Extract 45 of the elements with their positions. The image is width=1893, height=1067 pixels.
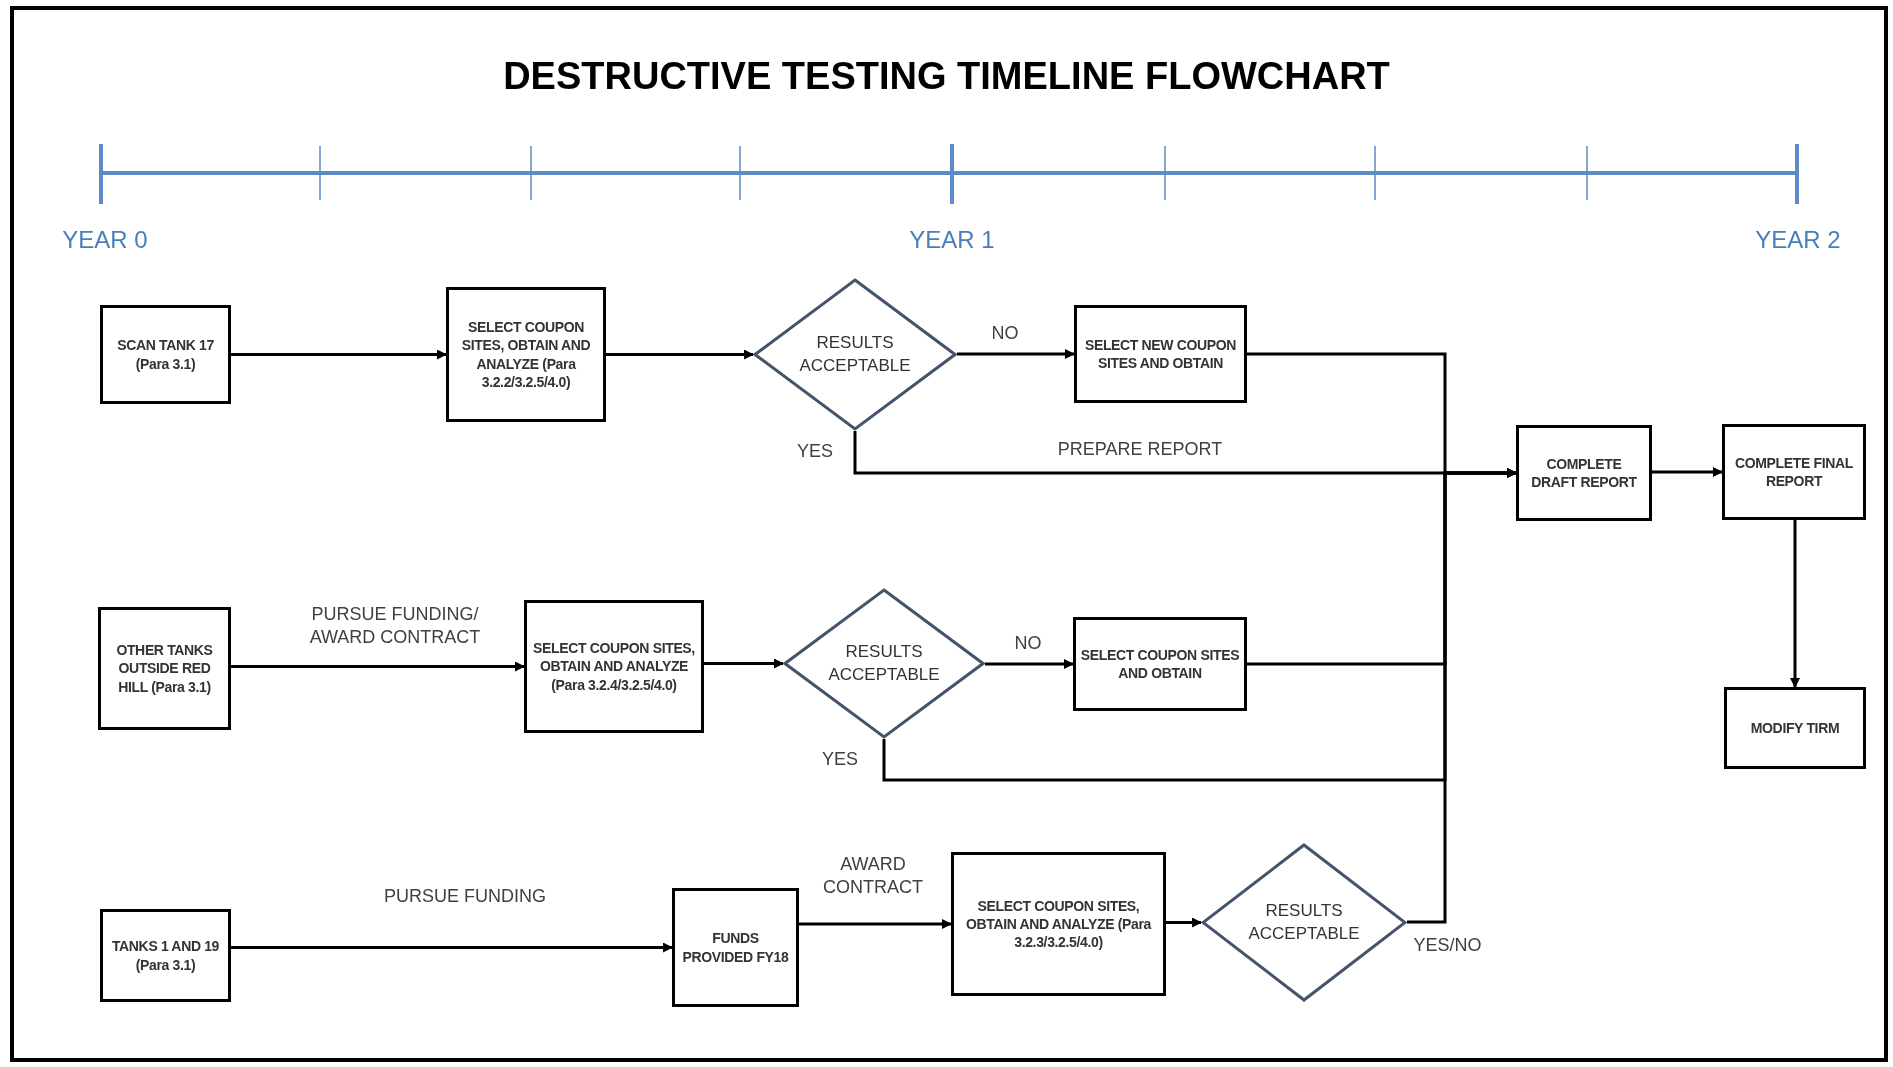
process-box — [1724, 687, 1866, 769]
box-text: TANKS 1 AND 19 (Para 3.1) — [110, 937, 221, 974]
box-text: SELECT COUPON SITES, OBTAIN AND ANALYZE (Para 3.2.4/3.2.5/4.0) — [532, 639, 696, 694]
process-box — [98, 607, 231, 730]
box-text: OTHER TANKS OUTSIDE RED HILL (Para 3.1) — [115, 641, 214, 696]
box-text: SELECT NEW COUPON SITES AND OBTAIN — [1083, 335, 1238, 373]
process-box — [951, 852, 1166, 996]
decision-diamond — [753, 278, 957, 431]
timeline-label: YEAR 1 — [908, 225, 996, 255]
arrow — [704, 658, 784, 669]
arrow — [1790, 520, 1800, 688]
arrow — [985, 659, 1074, 669]
arrow — [1652, 467, 1723, 477]
decision-text: RESULTS ACCEPTABLE — [798, 332, 912, 377]
arrow — [606, 349, 754, 360]
process-box — [1073, 617, 1247, 711]
arrow — [957, 349, 1075, 359]
decision-diamond — [1201, 843, 1407, 1002]
process-box — [446, 287, 606, 422]
box-text: MODIFY TIRM — [1749, 718, 1841, 738]
process-box — [1074, 305, 1247, 403]
box-text: SCAN TANK 17 (Para 3.1) — [116, 336, 215, 373]
arrow — [799, 919, 952, 929]
process-box — [1516, 425, 1652, 521]
process-box — [672, 888, 799, 1007]
box-text: SELECT COUPON SITES AND OBTAIN — [1079, 645, 1241, 683]
timeline-label: YEAR 2 — [1754, 225, 1842, 255]
title: DESTRUCTIVE TESTING TIMELINE FLOWCHART — [502, 54, 1391, 99]
decision-text: RESULTS ACCEPTABLE — [1247, 900, 1361, 945]
process-box — [100, 909, 231, 1002]
process-box — [1722, 424, 1866, 520]
process-box — [100, 305, 231, 404]
arrow — [231, 349, 447, 360]
decision-text: RESULTS ACCEPTABLE — [827, 641, 941, 686]
arrow — [231, 942, 673, 953]
arrow — [231, 661, 525, 672]
box-text: SELECT COUPON SITES, OBTAIN AND ANALYZE (Para 3.2.3/3.2.5/4.0) — [965, 896, 1153, 952]
box-text: SELECT COUPON SITES, OBTAIN AND ANALYZE (Para 3.2.2/3.2.5/4.0) — [460, 318, 592, 391]
box-text: COMPLETE DRAFT REPORT — [1530, 454, 1638, 492]
process-box — [524, 600, 704, 733]
timeline-label: YEAR 0 — [61, 225, 149, 255]
decision-diamond — [783, 588, 985, 739]
box-text: COMPLETE FINAL REPORT — [1734, 453, 1854, 491]
box-text: FUNDS PROVIDED FY18 — [681, 929, 790, 966]
arrow — [1166, 917, 1202, 928]
